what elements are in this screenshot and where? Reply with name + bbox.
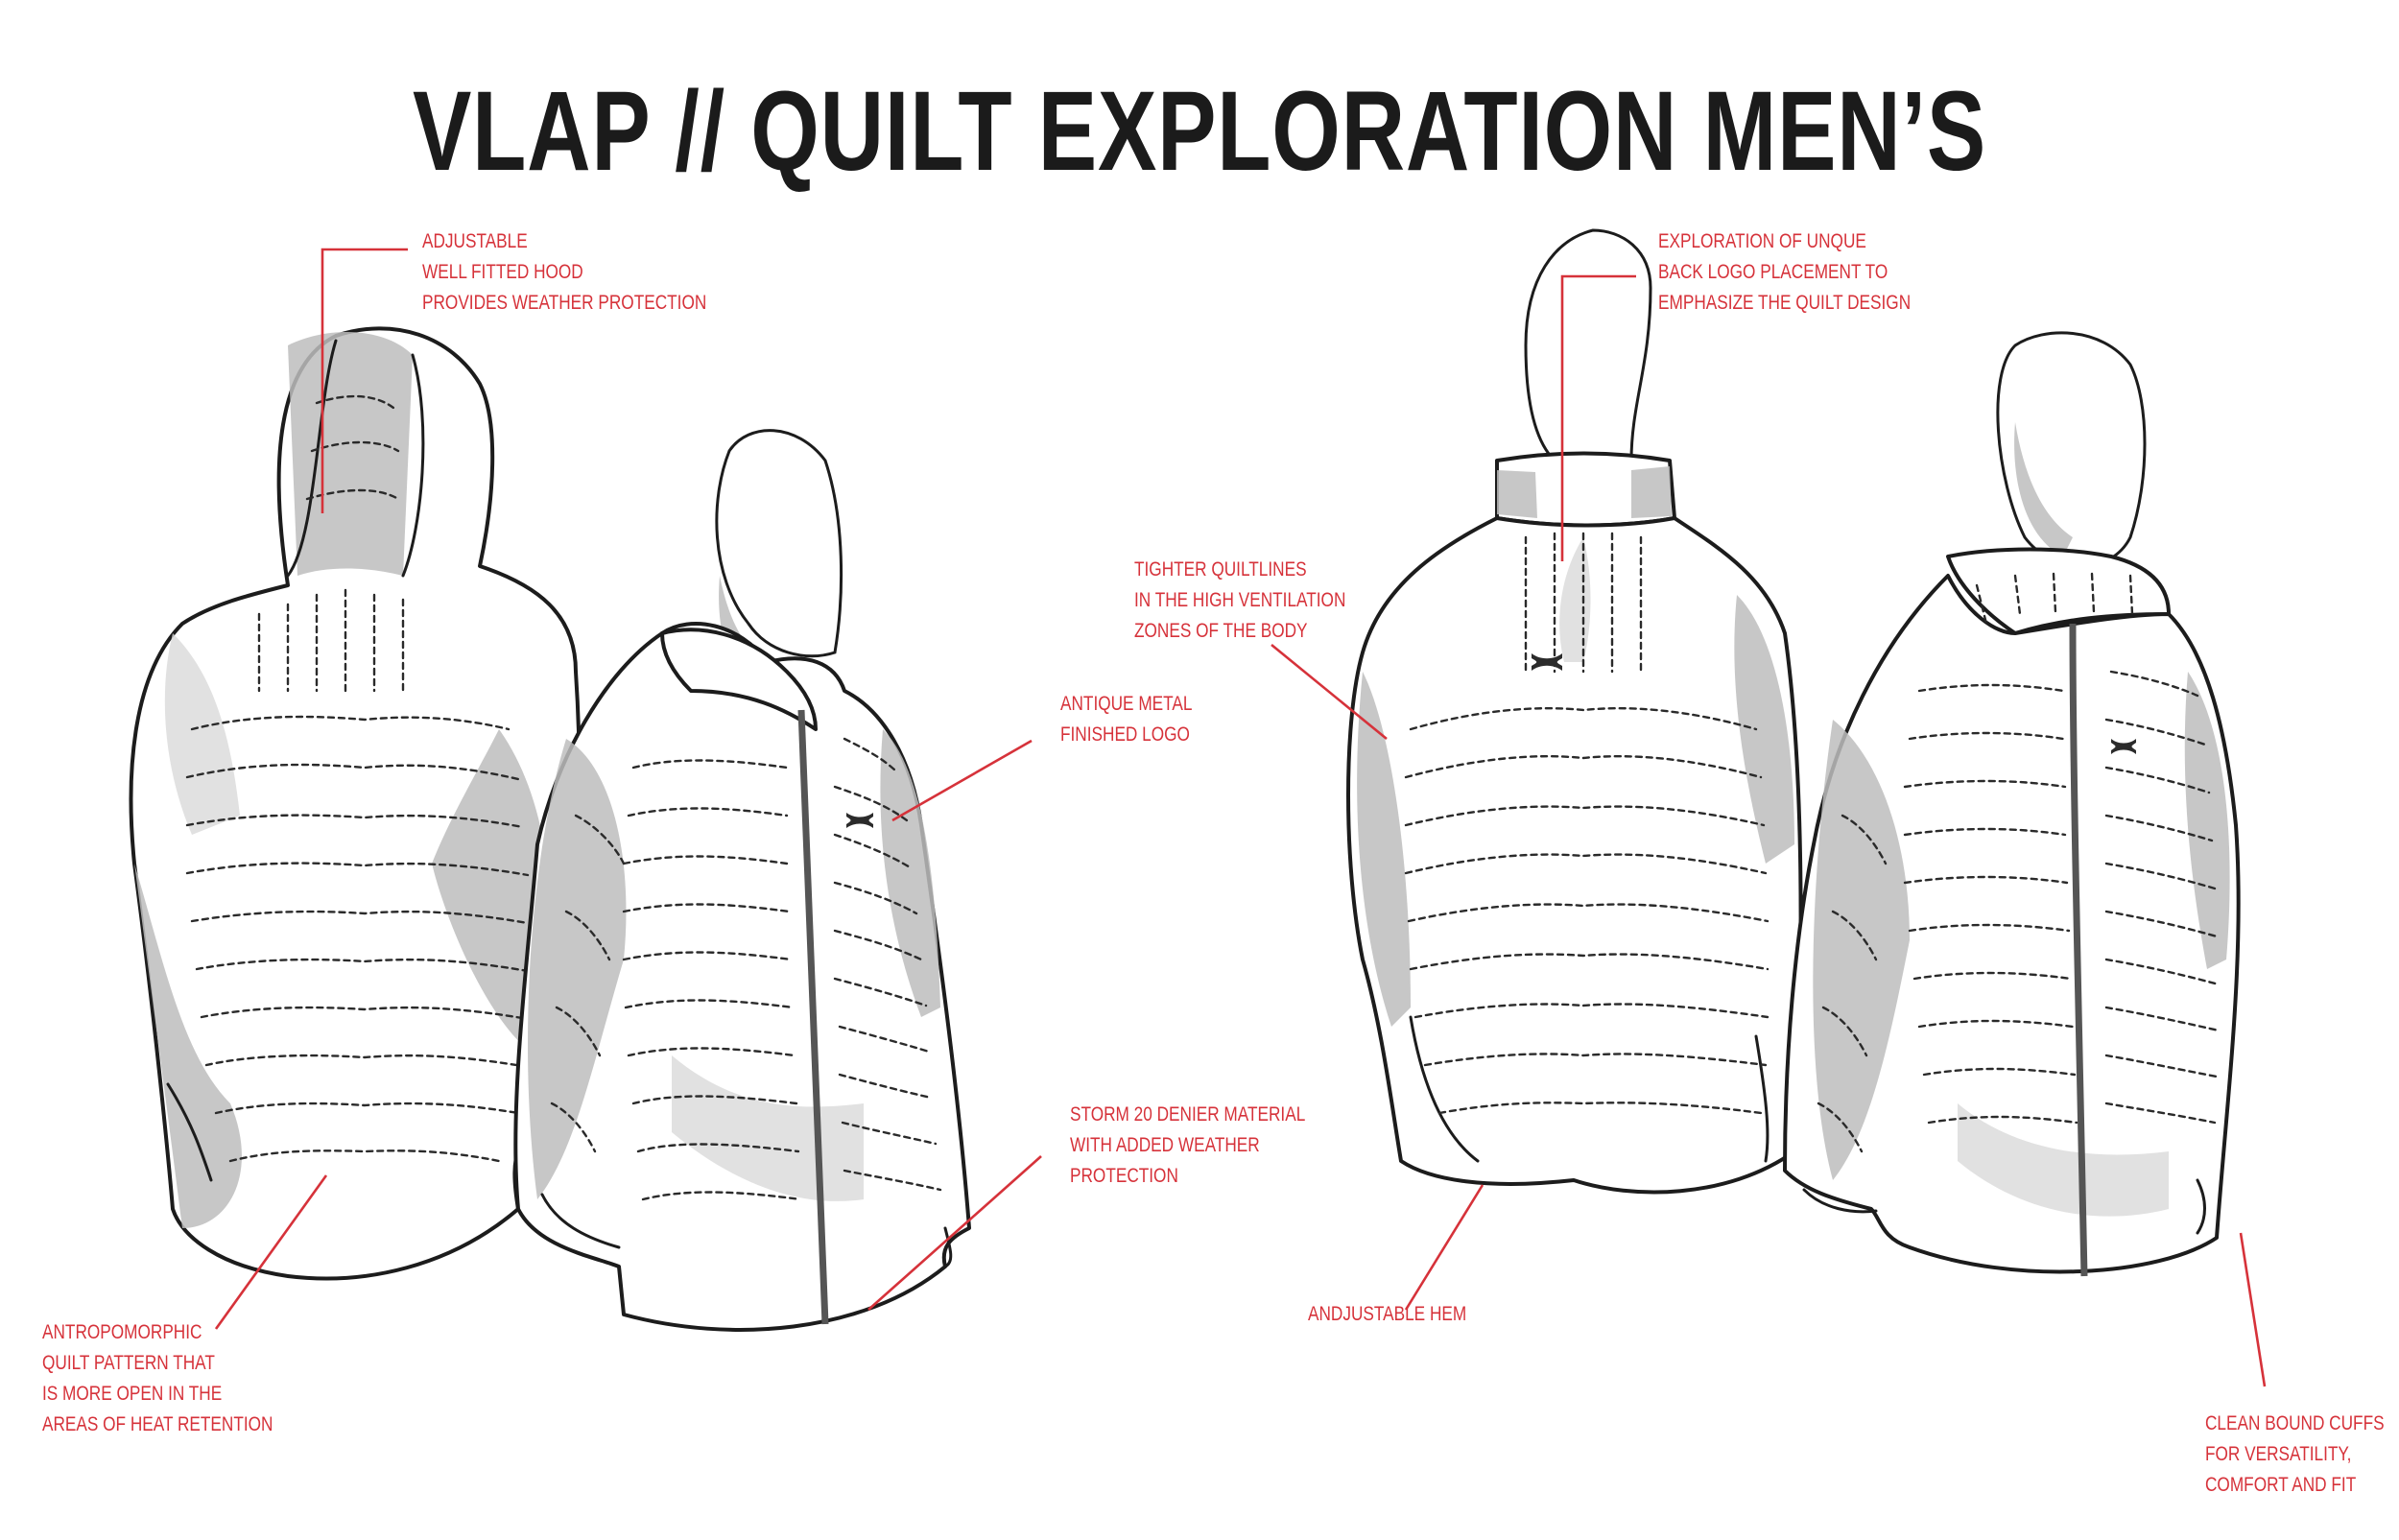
leader-cuffs [2239,1232,2267,1387]
collar-jacket-front-view [1783,331,2241,1277]
hooded-jacket-back-view [129,326,582,1281]
under-armour-logo-icon [2111,739,2136,754]
leader-hem [1404,1184,1485,1311]
leader-quiltlines [1271,643,1388,741]
annotation-storm: STORM 20 DENIER MATERIAL WITH ADDED WEAT… [1070,1103,1306,1187]
annotation-cuffs: CLEAN BOUND CUFFS FOR VERSATILITY, COMFO… [2205,1412,2385,1496]
page-title: VLAP // QUILT EXPLORATION MEN’S [412,68,1987,195]
leader-antropomorphic [214,1174,328,1330]
annotation-metal-logo: ANTIQUE METAL FINISHED LOGO [1060,693,1193,746]
annotation-quiltlines: TIGHTER QUILTLINES IN THE HIGH VENTILATI… [1134,558,1346,642]
leader-metal-logo [891,739,1033,822]
leader-back-logo [1560,274,1636,561]
annotation-hem: ANDJUSTABLE HEM [1308,1303,1467,1325]
collar-jacket-back-view [1346,228,1803,1195]
annotation-back-logo: EXPLORATION OF UNQUE BACK LOGO PLACEMENT… [1658,230,1912,314]
annotation-hood: ADJUSTABLE WELL FITTED HOOD PROVIDES WEA… [422,230,707,314]
hooded-jacket-front-view [513,429,971,1332]
leader-storm [867,1155,1042,1311]
annotation-antropomorphic: ANTROPOMORPHIC QUILT PATTERN THAT IS MOR… [42,1321,273,1435]
leader-lines [214,248,2267,1387]
leader-hood [321,248,408,513]
under-armour-logo-icon [1532,653,1562,671]
under-armour-logo-icon [846,813,873,828]
